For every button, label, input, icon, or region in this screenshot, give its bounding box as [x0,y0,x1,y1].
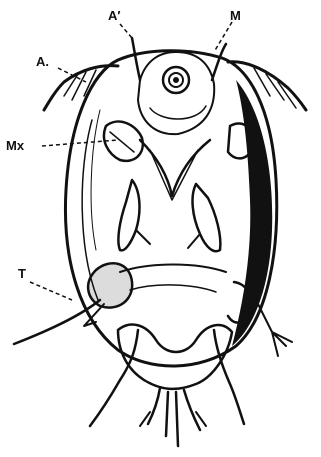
antennule-left [132,38,140,80]
crustacean-body-drawing [14,38,306,446]
maxilla [104,122,143,161]
leader-t [30,282,72,300]
trunk-limb-left [88,263,132,307]
antenna-left [44,66,118,110]
label-t: T [18,266,26,281]
leg-left [118,180,139,250]
label-a-prime: A′ [108,8,121,23]
label-m: M [230,8,241,23]
label-a: A. [36,54,49,69]
label-mx: Mx [6,138,25,153]
leader-a-prime [120,24,132,38]
leg-right [193,184,221,251]
caudal-furca [148,388,200,446]
antennule-right [212,44,226,80]
